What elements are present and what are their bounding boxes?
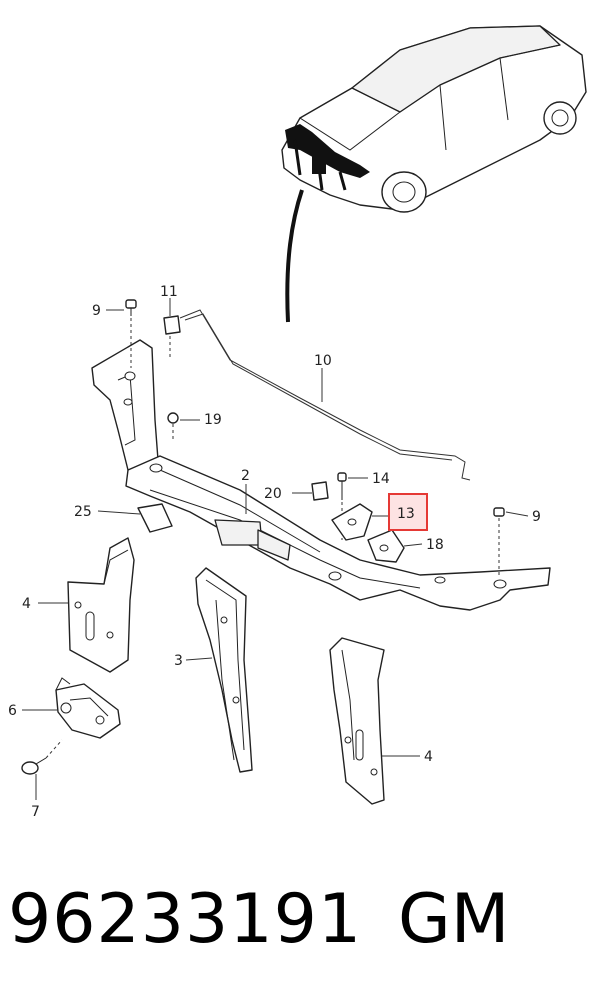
radiator-support-panel	[91, 339, 551, 611]
callout-9-left: 9	[92, 303, 101, 319]
clip-9-right	[493, 507, 505, 578]
side-member-4-right	[329, 637, 385, 805]
callout-4-right: 4	[424, 749, 433, 765]
callout-20: 20	[264, 486, 282, 502]
callout-7: 7	[31, 804, 40, 820]
callout-4-left: 4	[22, 596, 31, 612]
clip-19	[167, 412, 179, 440]
callout-2: 2	[241, 468, 250, 484]
hood-release-cable	[179, 309, 471, 481]
callout-9-right: 9	[532, 509, 541, 525]
callout-10: 10	[314, 353, 332, 369]
bolt-7	[21, 739, 63, 775]
highlight-box-13	[388, 493, 428, 531]
bracket-25	[137, 503, 173, 533]
callout-3: 3	[174, 653, 183, 669]
hood-latch-6	[55, 677, 121, 739]
bracket-20	[311, 481, 329, 501]
callout-19: 19	[204, 412, 222, 428]
footer: 96233191 GM	[0, 870, 600, 970]
part-number: 96233191	[8, 880, 363, 959]
bracket-13	[331, 503, 373, 541]
brand-name: GM	[398, 880, 510, 959]
callout-6: 6	[8, 703, 17, 719]
bracket-11	[163, 315, 181, 360]
callout-11: 11	[160, 284, 178, 300]
callout-18: 18	[426, 537, 444, 553]
bracket-18	[367, 529, 405, 563]
car-illustration	[281, 25, 587, 323]
callout-labels: 9 11 10 19 2 20 14 13 18 9 25 4 3 4 6 7	[8, 284, 541, 820]
parts-diagram: 9 11 10 19 2 20 14 13 18 9 25 4 3 4 6 7	[8, 25, 587, 820]
clip-9-left	[125, 299, 137, 368]
leader-lines	[22, 298, 529, 800]
callout-13: 13	[397, 506, 415, 522]
callout-25: 25	[74, 504, 92, 520]
side-member-4-left	[67, 537, 135, 673]
vertical-support-3	[195, 567, 253, 773]
callout-14: 14	[372, 471, 390, 487]
